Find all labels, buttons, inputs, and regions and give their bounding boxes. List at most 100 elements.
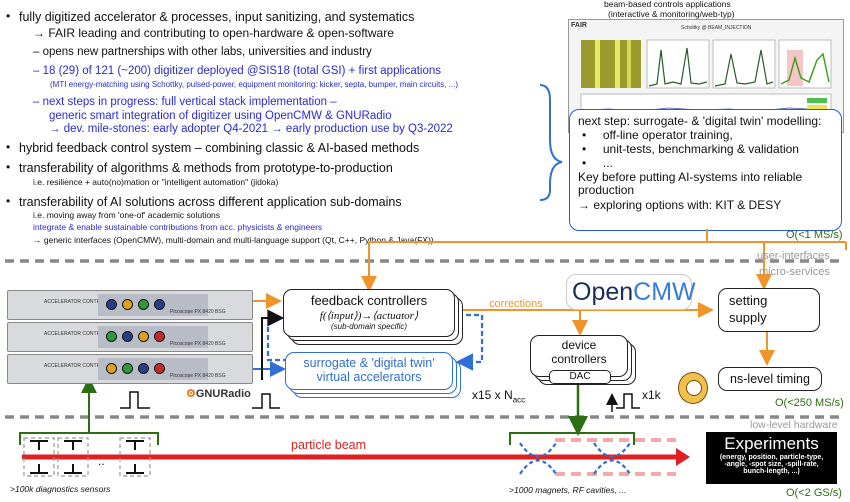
layer-label-hw: low-level hardware [750, 419, 838, 431]
rack-label: ACCELERATOR CONTROL 3 [44, 363, 111, 369]
text-line-5: (MTI energy-matching using Schottky, pul… [50, 80, 459, 89]
feedback-controllers-box: feedback controllers f(⟨input⟩)→⟨actuato… [283, 289, 455, 337]
rate-label-ui: O(<1 MS/s) [786, 229, 843, 241]
setting-label: setting [729, 293, 768, 308]
text-line-1: fully digitized accelerator & processes,… [19, 10, 415, 24]
text-line-2-content: FAIR leading and contributing to open-ha… [48, 26, 394, 40]
instances-count: x15 x N [472, 388, 513, 402]
black-arrow-feedback [261, 310, 284, 380]
text-line-14: integrate & enable sustainable contribut… [33, 222, 323, 232]
sensor-symbol [30, 440, 48, 474]
spectrum-panel [712, 39, 776, 89]
layer-label-ui: user-interfaces [757, 250, 830, 262]
connector-port [122, 331, 133, 342]
mascot-face [686, 380, 702, 396]
sensor-group-box [57, 437, 89, 477]
magnet-symbol [593, 459, 631, 475]
beam-apps-title: beam-based controls applications [604, 0, 731, 9]
next-step-item: • ... [582, 156, 613, 170]
text-line-4-content: 18 (29) of 121 (~200) digitizer deployed… [42, 65, 442, 77]
digitizer-rack-2: ACCELERATOR CONTROL 2 Picoscope PX 8420 … [7, 322, 253, 352]
experiments-desc-2: -angle, -spot size, -spill-rate, [724, 461, 819, 468]
spectrum-trace [780, 52, 830, 85]
next-step-item: • unit-tests, benchmarking & validation [582, 142, 799, 156]
waterfall-line [615, 40, 620, 88]
experiments-desc-1: (energy, position, particle-type, [719, 454, 824, 461]
rack-unit: Picoscope PX 8420 BSG [170, 341, 226, 347]
text-line-15: → generic interfaces (OpenCMW), multi-do… [33, 235, 434, 245]
gnuradio-logo-mark: ⚙ [186, 388, 196, 400]
value-badge [807, 98, 827, 103]
waterfall-line [595, 40, 600, 88]
connector-port [122, 363, 133, 374]
sensor-symbols [30, 440, 144, 474]
screen-title: Schottky @ BEAM_INJECTION [681, 25, 752, 31]
next-step-item-text: ... [602, 156, 613, 170]
feedback-formula: f(⟨input⟩)→⟨actuator⟩ [319, 310, 419, 322]
bullet-dot: • [6, 140, 11, 154]
highlight-band [787, 50, 803, 86]
connector-port [154, 299, 165, 310]
next-step-key: Key before putting AI-systems into relia… [578, 170, 803, 184]
text-line-8-content: dev. mile-stones: early adopter Q4-2021 … [63, 123, 453, 135]
waterfall-line [627, 40, 631, 88]
layer-label-micro: micro-services [759, 266, 830, 278]
next-step-production: production [578, 183, 635, 197]
pulse-icon [616, 393, 640, 409]
mascot-icon [678, 372, 708, 404]
rack-unit: Picoscope PX 8420 BSG [170, 373, 226, 379]
magnets-label: >1000 magnets, RF cavities, ... [509, 485, 627, 495]
sensor-ellipsis: .. [98, 454, 105, 468]
next-step-partners: → exploring options with: KIT & DESY [578, 198, 782, 212]
connector-port [106, 331, 117, 342]
corrections-label: corrections [489, 298, 543, 310]
rack-unit: Picoscope PX 8420 BSG [170, 309, 226, 315]
surrogate-box: surrogate & 'digital twin' virtual accel… [285, 352, 453, 390]
text-line-10: transferability of algorithms & methods … [19, 161, 393, 175]
next-step-box: next step: surrogate- & 'digital twin' m… [569, 109, 842, 231]
opencmw-cmw: CMW [633, 278, 696, 306]
rate-label-timing: O(<250 MS/s) [775, 397, 844, 409]
experiments-title: Experiments [724, 434, 819, 453]
connector-port [154, 331, 165, 342]
surrogate-title: surrogate & 'digital twin' [303, 356, 435, 370]
connector-port [122, 299, 133, 310]
surrogate-subtitle: virtual accelerators [316, 370, 422, 384]
fair-logo-small: FAIR [571, 22, 587, 29]
instances-sub: acc [512, 395, 526, 405]
blue-brace [539, 84, 563, 201]
spectrum-trace [714, 49, 774, 87]
next-step-title: next step: surrogate- & 'digital twin' m… [578, 114, 822, 128]
next-step-item-text: off-line operator training, [602, 128, 733, 142]
digitizer-rack-3: ACCELERATOR CONTROL 3 Picoscope PX 8420 … [7, 354, 253, 384]
bullet-dot: • [6, 9, 11, 23]
experiments-box: Experiments (energy, position, particle-… [706, 432, 837, 484]
text-line-8: → dev. mile-stones: early adopter Q4-202… [49, 123, 453, 135]
timing-box: ns-level timing [718, 367, 822, 391]
supply-label: supply [729, 310, 767, 325]
next-step-item-text: unit-tests, benchmarking & validation [602, 142, 799, 156]
bullet-dot: • [6, 194, 11, 208]
connector-port [138, 331, 149, 342]
text-line-9: hybrid feedback control system – combini… [19, 141, 420, 155]
next-step-item: • off-line operator training, [582, 128, 733, 142]
opencmw-logo: OpenCMW [566, 274, 696, 310]
text-line-11: i.e. resilience + auto(no)mation or "int… [33, 177, 279, 187]
value-badge [807, 105, 827, 110]
sensors-label: >100k diagnostics sensors [10, 484, 111, 494]
text-line-4: – 18 (29) of 121 (~200) digitizer deploy… [33, 65, 442, 77]
magnet-symbol [519, 442, 557, 458]
setting-supply-box: setting supply [718, 288, 820, 332]
pulse-icon [252, 393, 280, 409]
opencmw-logo-text: OpenCMW [572, 278, 696, 307]
bullet-dot: • [6, 160, 11, 174]
digitizer-rack-1: ACCELERATOR CONTROL 1 Picoscope PX 8420 … [7, 290, 253, 320]
sensor-group-box [23, 437, 55, 477]
gnuradio-logo-text: GNURadio [195, 388, 251, 400]
opencmw-open: Open [572, 278, 634, 306]
text-line-7: generic smart integration of digitizer u… [49, 110, 392, 122]
particle-beam-label: particle beam [291, 438, 367, 452]
connector-port [138, 299, 149, 310]
text-line-6: – next steps in progress: full vertical … [33, 96, 337, 108]
